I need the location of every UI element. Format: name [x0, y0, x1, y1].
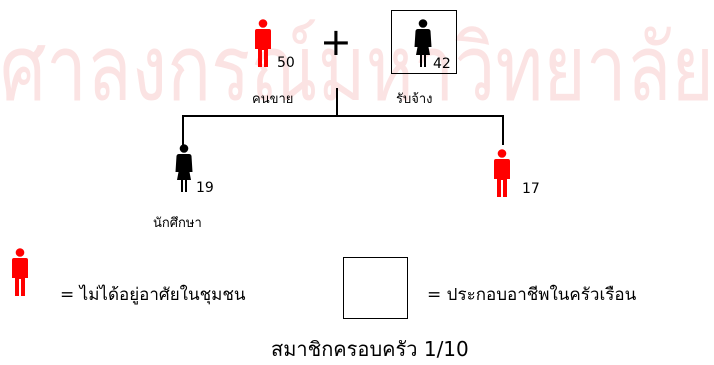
- mother-occupation: รับจ้าง: [396, 92, 433, 107]
- plus-sign: +: [320, 20, 352, 64]
- legend-absent-text: = ไม่ได้อยู่อาศัยในชุมชน: [60, 285, 246, 305]
- child1-connector: [182, 115, 184, 145]
- legend-absent-icon: [10, 247, 30, 299]
- child2-figure-icon: [492, 148, 512, 200]
- child2-connector: [502, 115, 504, 145]
- sibling-line-horizontal: [182, 115, 503, 117]
- figure-caption: สมาชิกครอบครัว 1/10: [271, 337, 469, 361]
- father-occupation: คนขาย: [252, 92, 294, 107]
- father-figure-icon: [253, 18, 273, 70]
- household-occupation-box: [391, 10, 457, 74]
- child1-occupation: นักศึกษา: [153, 216, 202, 231]
- mother-age: 42: [433, 56, 451, 72]
- legend-box-text: = ประกอบอาชีพในครัวเรือน: [427, 285, 637, 305]
- watermark: ศาลงกรณ์มหาวิทยาลัย: [0, 15, 714, 120]
- child2-age: 17: [522, 181, 540, 197]
- child1-figure-icon: [174, 143, 194, 195]
- watermark-text: ศาลงกรณ์มหาวิทยาลัย: [0, 15, 714, 120]
- child1-age: 19: [196, 180, 214, 196]
- descent-line-vertical: [336, 88, 338, 116]
- father-age: 50: [277, 55, 295, 71]
- legend-box-icon: [343, 257, 408, 319]
- mother-figure-icon: [413, 18, 433, 70]
